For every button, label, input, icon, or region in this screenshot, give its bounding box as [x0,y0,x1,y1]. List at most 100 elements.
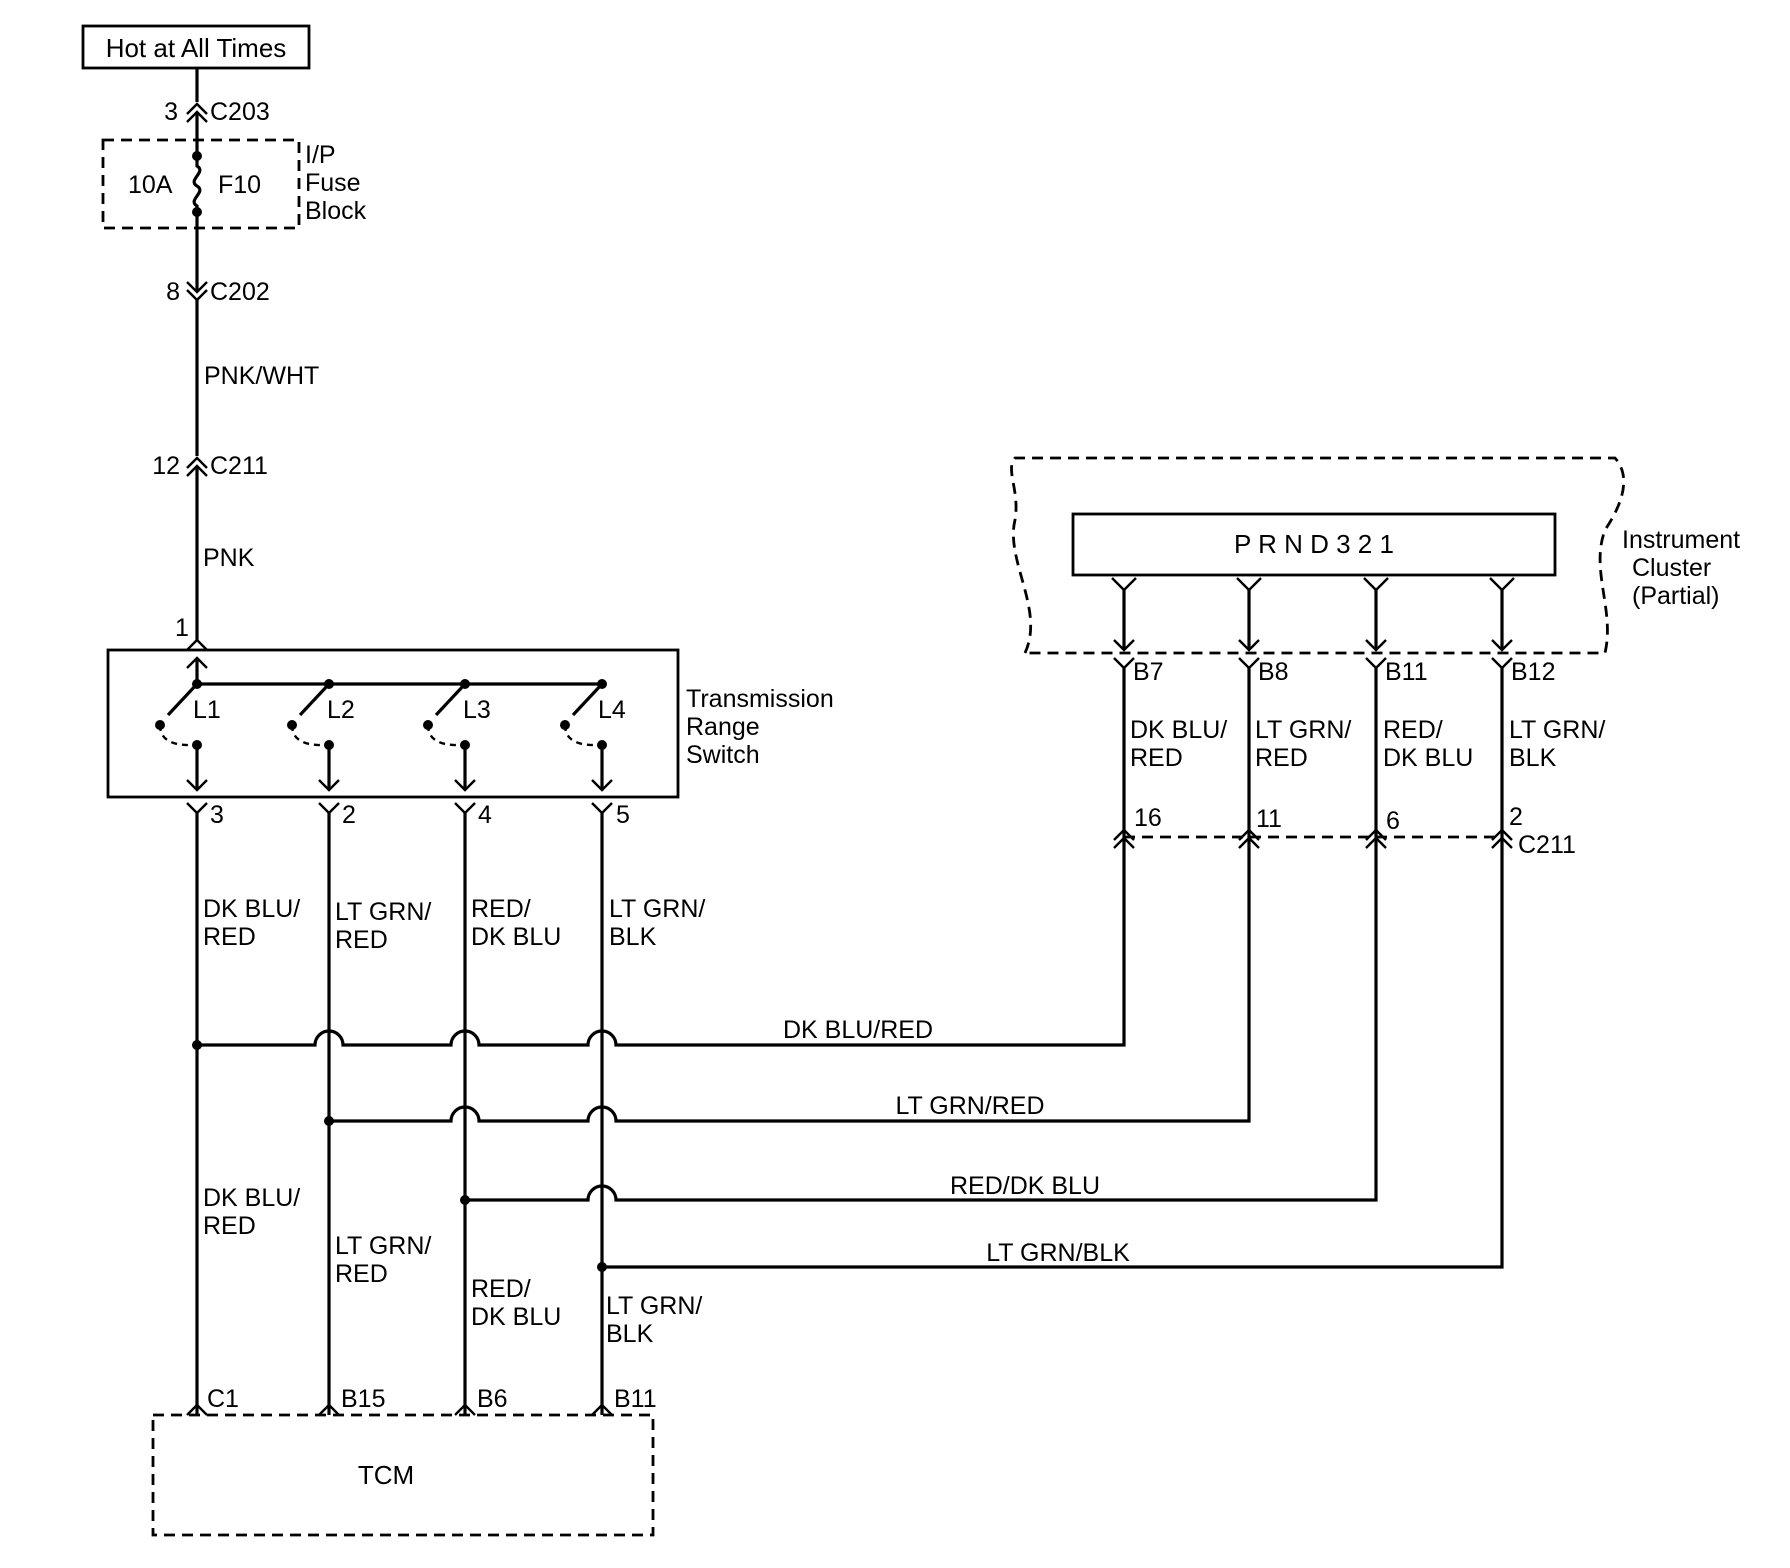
circuit-4-color-top-1: LT GRN/ [609,895,705,923]
cluster-wire-4-color-2: BLK [1509,744,1557,772]
tcm-module: C1 B15 B6 B11 TCM [151,1385,657,1537]
switch-contact-l4: L4 [560,682,626,750]
fuse-symbol [192,156,202,212]
switch-out-pin-2: 2 [342,801,356,829]
prnd-display [1071,512,1557,577]
circuit-4-color-top-2: BLK [609,923,657,951]
circuit-1-color-bottom-2: RED [203,1212,256,1240]
tcm-pin-b6: B6 [477,1385,508,1413]
prnd-display-text: P R N D 3 2 1 [1234,529,1394,559]
circuit-3-color-bottom-2: DK BLU [471,1303,561,1331]
connector-c203: 3 C203 [164,98,270,126]
contact-l4-label: L4 [598,696,626,724]
tcm-pin-b15: B15 [341,1385,385,1413]
fuse-name: F10 [218,171,261,199]
circuit-4-color-bottom-1: LT GRN/ [606,1292,702,1320]
pnk-label: PNK [203,544,255,572]
c202-pin: 8 [166,278,180,306]
c211-pin-16: 16 [1134,804,1162,832]
switch-box [106,648,680,799]
switch-name-1: Transmission [686,685,834,713]
circuit-4-color-bottom-2: BLK [606,1320,654,1348]
contact-l3-label: L3 [463,696,491,724]
transmission-range-switch: 1 L1 L2 [106,614,834,799]
switch-input-pin: 1 [175,614,189,642]
cluster-wire-2-color-2: RED [1255,744,1308,772]
switch-contact-l3: L3 [423,682,491,750]
circuit-3-color-bottom-1: RED/ [471,1275,531,1303]
fuse-rating: 10A [128,171,173,199]
tcm-outline [151,1413,655,1537]
bus-label-lt-grn-red: LT GRN/RED [895,1092,1044,1120]
c211-pin-11: 11 [1256,805,1282,833]
pnk-wht-label: PNK/WHT [204,362,319,390]
cluster-wire-3-color-2: DK BLU [1383,744,1473,772]
switch-out-pin-4: 5 [616,801,630,829]
cluster-wire-3-color-1: RED/ [1383,716,1443,744]
circuit-2-color-bottom-2: RED [335,1260,388,1288]
contact-l2-label: L2 [327,696,355,724]
fuse-block-label-3: Block [305,197,367,225]
bus-label-red-dk-blu: RED/DK BLU [950,1172,1100,1200]
connector-c202: 8 C202 [166,278,270,306]
bus-label-lt-grn-blk: LT GRN/BLK [986,1239,1130,1267]
c211-pin-2: 2 [1509,803,1523,831]
circuit-3-color-top-2: DK BLU [471,923,561,951]
c211-top-pin: 12 [152,452,180,480]
c211-bottom-name: C211 [1518,831,1576,859]
cluster-outline [1010,456,1626,655]
cluster-pin-b11: B11 [1385,658,1428,686]
switch-out-pin-3: 4 [478,801,492,829]
connector-c211-top: 12 C211 [152,452,268,480]
fuse-block-outline [101,138,301,230]
circuit-labels-lower: DK BLU/ RED LT GRN/ RED RED/ DK BLU LT G… [203,1184,702,1348]
tcm-pin-c1: C1 [207,1385,239,1413]
bus-wires: DK BLU/RED LT GRN/RED RED/DK BLU LT GRN/… [192,668,1504,1272]
c211-top-name: C211 [210,452,268,480]
circuit-1-color-top-2: RED [203,923,256,951]
fuse-block-label-2: Fuse [305,169,361,197]
bus-wire-red-dk-blu [465,668,1378,1202]
c203-pin: 3 [164,98,178,126]
cluster-wire-4-color-1: LT GRN/ [1509,716,1605,744]
fuse-block-label-1: I/P [305,141,336,169]
switch-out-pin-1: 3 [210,801,224,829]
cluster-wire-2-color-1: LT GRN/ [1255,716,1351,744]
switch-name-3: Switch [686,741,760,769]
circuit-labels-upper: DK BLU/ RED LT GRN/ RED RED/ DK BLU LT G… [203,895,705,954]
switch-name-2: Range [686,713,760,741]
connector-c211-bottom: 16 11 6 2 C211 [1113,803,1576,859]
bus-label-dk-blu-red: DK BLU/RED [783,1016,933,1044]
switch-contact-l1: L1 [155,682,221,750]
c211-pin-6: 6 [1386,807,1400,835]
cluster-wire-1-color-2: RED [1130,744,1183,772]
circuit-2-color-bottom-1: LT GRN/ [335,1232,431,1260]
power-source-label: Hot at All Times [106,33,287,63]
tcm-pin-b11: B11 [614,1385,657,1413]
contact-l1-label: L1 [193,696,221,724]
power-source: Hot at All Times [81,24,311,70]
cluster-wire-1-color-1: DK BLU/ [1130,716,1227,744]
cluster-name-1: Instrument [1622,526,1740,554]
bus-wire-lt-grn-red [329,668,1251,1123]
switch-contact-l2: L2 [287,682,355,750]
circuit-1-color-bottom-1: DK BLU/ [203,1184,300,1212]
circuit-2-color-top-1: LT GRN/ [335,898,431,926]
circuit-2-color-top-2: RED [335,926,388,954]
bus-wire-lt-grn-blk [602,668,1504,1269]
circuit-3-color-top-1: RED/ [471,895,531,923]
cluster-wire-labels: DK BLU/ RED LT GRN/ RED RED/ DK BLU LT G… [1130,716,1605,772]
fuse-block: 10A F10 I/P Fuse Block [101,138,367,230]
instrument-cluster: P R N D 3 2 1 Instrument Cluster (Partia… [1010,456,1740,655]
circuit-1-color-top-1: DK BLU/ [203,895,300,923]
tcm-label: TCM [358,1460,414,1490]
c202-name: C202 [210,278,270,306]
switch-output-connectors: 3 2 4 5 [186,801,630,829]
c203-name: C203 [210,98,270,126]
cluster-pin-b7: B7 [1133,658,1164,686]
bus-wire-dk-blu-red [197,668,1126,1047]
cluster-pin-b12: B12 [1511,658,1555,686]
cluster-name-2: Cluster [1632,554,1711,582]
cluster-connector-pins: B7 B8 B11 B12 [1113,657,1555,686]
